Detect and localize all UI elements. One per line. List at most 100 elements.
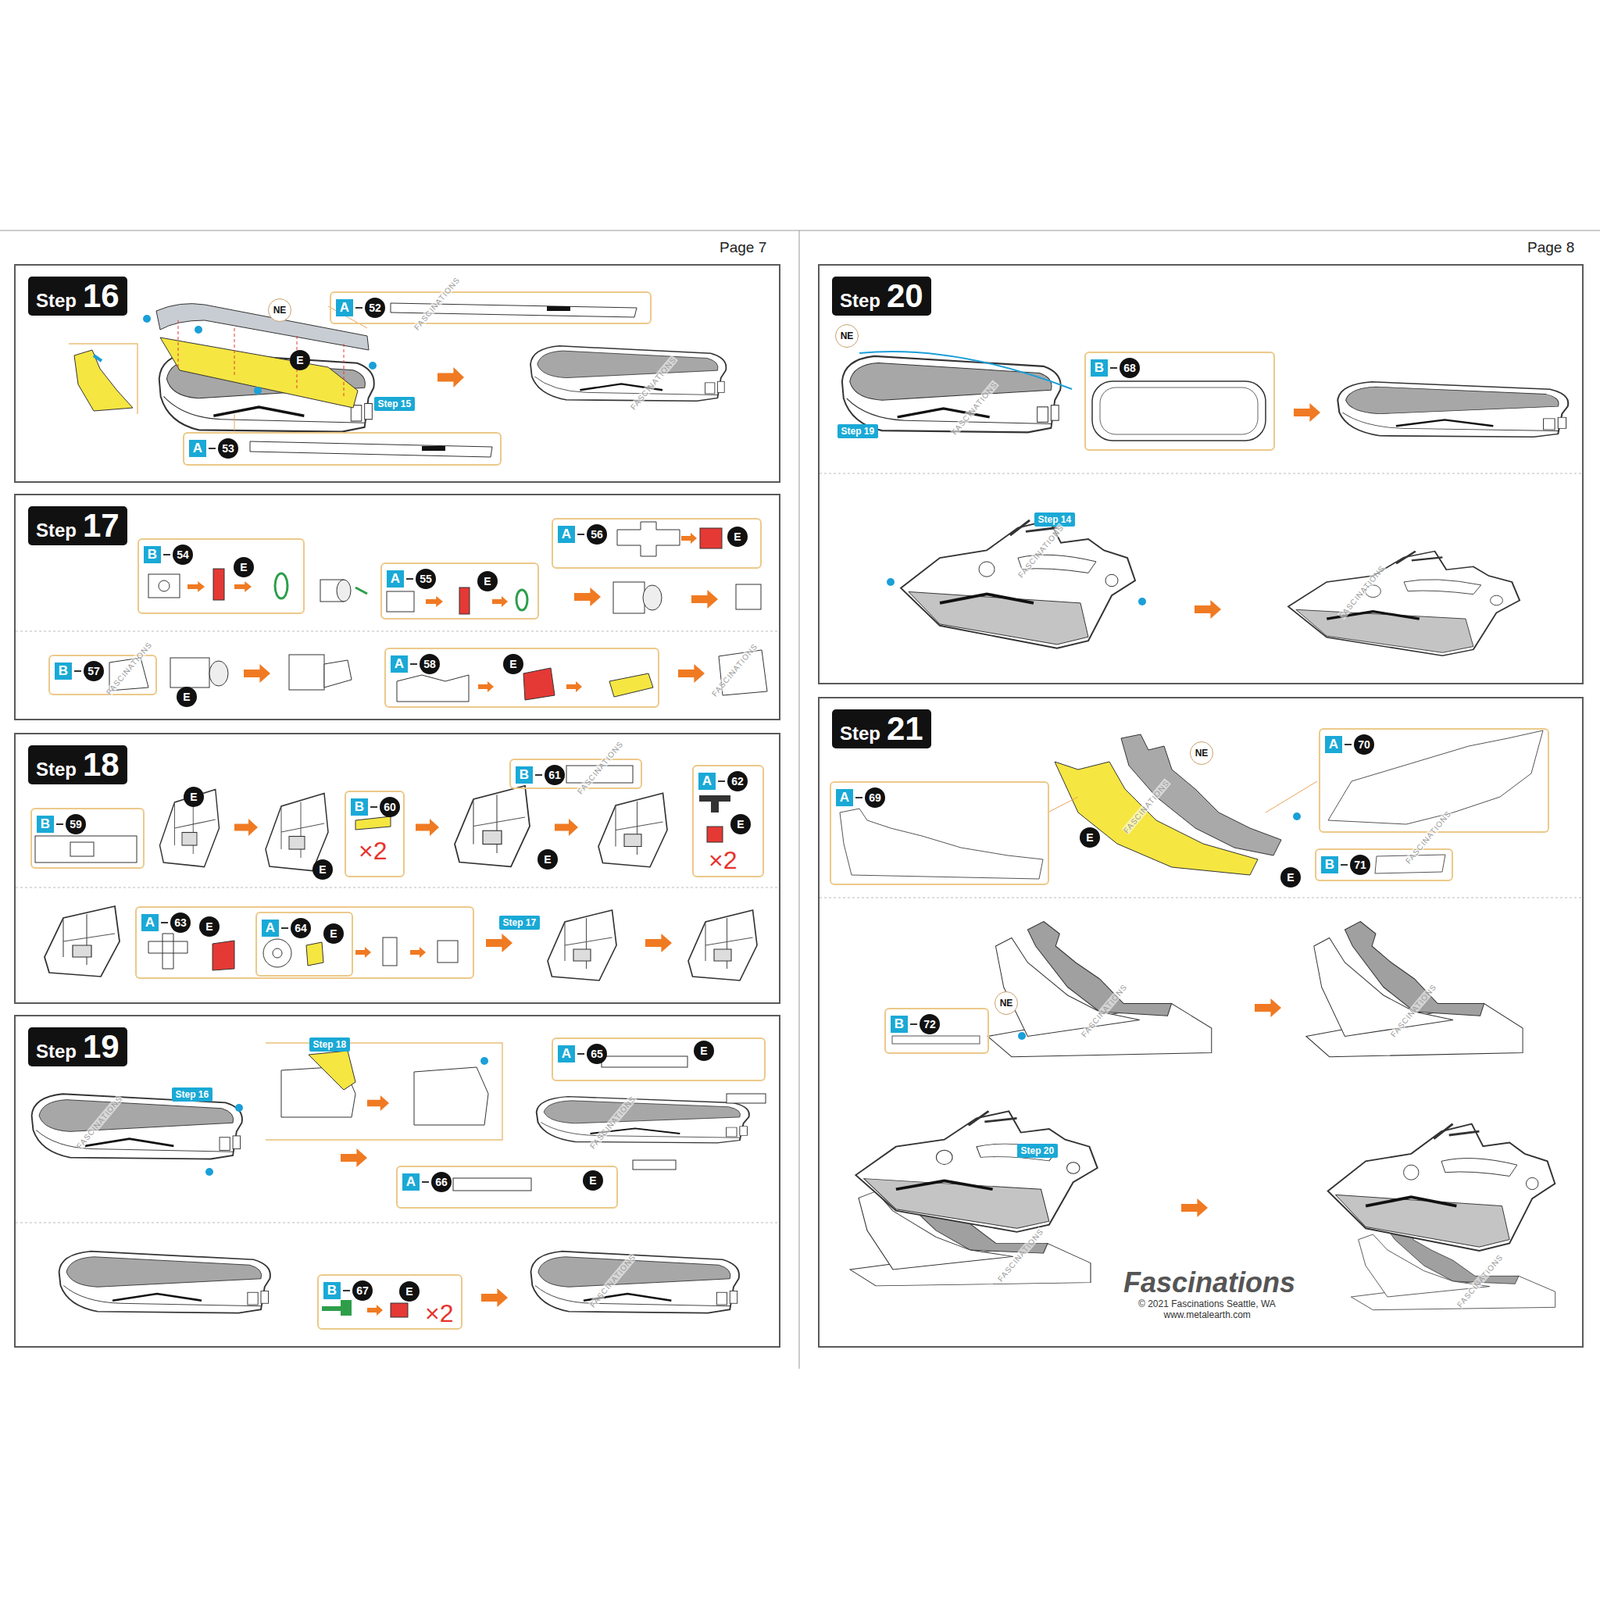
badge-dash — [355, 307, 363, 309]
part-box: B61 — [509, 758, 643, 790]
watermark: FASCINATIONS — [103, 639, 154, 697]
badge-dash — [208, 447, 216, 450]
part-number: 67 — [352, 1280, 373, 1301]
step-reference: Step 15 — [374, 396, 416, 411]
sheet-letter: B — [323, 1282, 341, 1300]
part-badge: A55 — [386, 568, 436, 590]
step-panel: Step17B54A55A56B57A58 — [14, 493, 781, 721]
part-number: 71 — [1350, 854, 1371, 875]
part-badge: B61 — [515, 764, 565, 786]
badge-dash — [56, 823, 64, 825]
callout-marker: E — [477, 571, 498, 592]
part-box: A 63 A64 — [135, 906, 475, 979]
part-number: 54 — [172, 544, 193, 565]
part-number: 70 — [1353, 734, 1375, 755]
part-number: 55 — [415, 568, 436, 590]
page-number: Page 7 — [719, 239, 767, 257]
part-number: 61 — [544, 764, 565, 786]
callout-marker: E — [537, 849, 558, 870]
part-number: 63 — [170, 912, 191, 933]
watermark: FASCINATIONS — [1454, 1252, 1504, 1309]
watermark: FASCINATIONS — [995, 1226, 1045, 1283]
part-badge: B 59 — [36, 814, 86, 835]
callout-marker: NE — [994, 991, 1018, 1015]
watermark: FASCINATIONS — [1015, 522, 1065, 579]
part-badge: A 62 — [698, 771, 748, 792]
part-badge: A 53 — [189, 438, 239, 459]
step-panel: Step20B68 — [817, 264, 1584, 685]
callout-marker: NE — [1189, 741, 1214, 765]
part-badge: B72 — [890, 1014, 940, 1035]
badge-dash — [1344, 743, 1352, 746]
watermark: FASCINATIONS — [1336, 563, 1386, 620]
step-word: Step — [35, 758, 77, 781]
step-word: Step — [35, 1040, 77, 1063]
sheet-letter: B — [54, 662, 72, 680]
watermark: FASCINATIONS — [587, 1252, 637, 1309]
sheet-letter: A — [189, 439, 207, 458]
sheet-letter: B — [890, 1015, 908, 1033]
watermark: FASCINATIONS — [1388, 982, 1438, 1039]
badge-dash — [577, 533, 585, 536]
step-number: 18 — [82, 745, 120, 785]
part-number: 53 — [217, 438, 239, 459]
badge-dash — [160, 921, 168, 924]
callout-marker: E — [727, 526, 748, 547]
callout-marker: E — [323, 923, 344, 944]
part-box: A65 — [551, 1037, 766, 1082]
sheet-letter: B — [36, 815, 54, 833]
watermark: FASCINATIONS — [575, 739, 625, 796]
callout-marker: E — [582, 1170, 604, 1191]
badge-dash — [342, 1289, 350, 1292]
quantity-mark: ×2 — [425, 1300, 454, 1326]
callout-marker: E — [312, 859, 333, 880]
sheet-letter: A — [141, 914, 159, 932]
step-label: Step18 — [28, 745, 128, 785]
step-panel: Step18B59B60B61A62A63A64 — [14, 732, 781, 1004]
part-box: B60 — [344, 790, 405, 878]
step-number: 16 — [82, 276, 120, 316]
badge-dash — [1110, 367, 1118, 369]
callout-marker: E — [503, 653, 524, 675]
step-word: Step — [35, 519, 77, 542]
part-number: 59 — [65, 814, 86, 835]
watermark: FASCINATIONS — [628, 354, 678, 411]
sheet-letter: A — [390, 655, 408, 673]
watermark: FASCINATIONS — [949, 379, 999, 436]
part-number: 58 — [419, 653, 440, 675]
badge-dash — [577, 1053, 585, 1055]
website-url: www.metalearth.com — [1164, 1309, 1251, 1321]
sheet-letter: A — [402, 1173, 420, 1191]
callout-marker: E — [289, 350, 311, 371]
callout-marker: E — [1079, 827, 1100, 848]
quantity-mark: ×2 — [358, 838, 387, 864]
badge-dash — [910, 1023, 918, 1025]
part-number: 62 — [727, 771, 748, 792]
part-box: A52 — [329, 291, 652, 325]
part-badge: A69 — [835, 787, 886, 808]
brand-logo: Fascinations — [1123, 1266, 1296, 1300]
sheet-letter: A — [557, 1045, 575, 1063]
part-badge: A 58 — [390, 653, 440, 675]
part-number: 66 — [431, 1171, 452, 1193]
sheet-letter: A — [261, 919, 279, 937]
part-box: A69 — [829, 781, 1050, 886]
part-badge: A64 — [261, 917, 311, 939]
part-badge: B60 — [350, 796, 400, 818]
badge-dash — [717, 780, 725, 783]
step-label: Step16 — [28, 276, 128, 316]
part-number: 52 — [364, 297, 386, 318]
callout-marker: NE — [267, 298, 292, 322]
badge-dash — [410, 663, 418, 665]
part-number: 60 — [379, 796, 400, 818]
part-number: 68 — [1119, 357, 1140, 379]
part-badge: A 66 — [402, 1171, 452, 1193]
step-label: Step19 — [28, 1027, 128, 1067]
watermark: FASCINATIONS — [74, 1093, 124, 1150]
sheet-letter: A — [698, 772, 716, 790]
callout-marker: E — [399, 1281, 420, 1302]
step-reference: Step 19 — [837, 424, 879, 439]
callout-marker: NE — [835, 324, 859, 348]
step-reference: Step 14 — [1034, 512, 1076, 527]
sheet-letter: B — [143, 546, 161, 564]
